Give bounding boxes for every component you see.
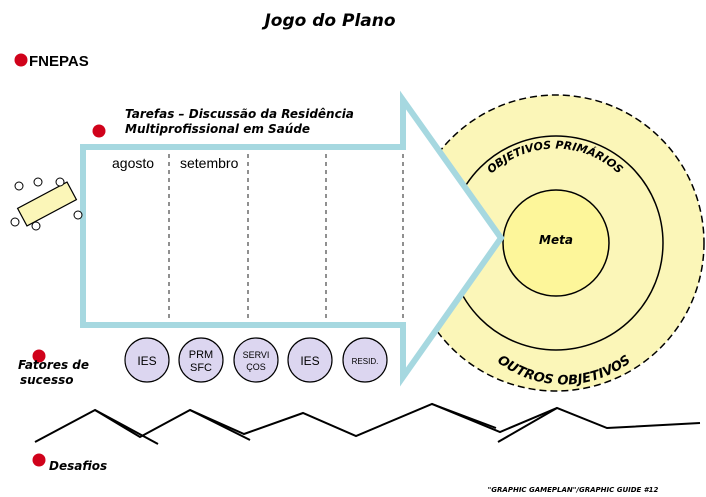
challenges-label: Desafios [49,459,107,473]
target-center [502,189,610,297]
success-factor: IES [124,337,170,383]
month-label: agosto [112,155,154,171]
factor-label-line2: SFC [190,362,212,374]
month-label: setembro [180,155,239,171]
success-factor: SERVI ÇOS [233,337,279,383]
factor-label: RESID. [352,357,379,366]
factor-label: IES [300,354,319,368]
tasks-heading-line1: Tarefas – Discussão da Residência [125,107,354,121]
ridge-segment [189,409,251,441]
bullet-icon [92,124,106,138]
meeting-table-icon [10,177,83,231]
factor-label: PRM [189,349,213,361]
ridge-segment [497,407,558,443]
success-factors-label-line2: sucesso [20,373,73,387]
bullet-icon [32,349,46,363]
challenges-ridge [34,402,701,443]
ridge-segment [94,409,159,445]
ridge-segment [431,403,497,429]
factor-label: SERVI [243,350,270,360]
bullet-icon [14,53,28,67]
factor-label: IES [137,354,156,368]
success-factor: PRM SFC [178,337,224,383]
page-title: Jogo do Plano [261,11,395,31]
org-label: FNEPAS [29,53,89,70]
success-factors-label-line1: Fatores de [18,358,89,372]
credit-line: "GRAPHIC GAMEPLAN"/GRAPHIC GUIDE #12 [488,486,659,494]
task-arrow [80,90,505,387]
goal-label: Meta [539,233,573,247]
success-factor: IES [287,337,333,383]
success-factor: RESID. [342,337,388,383]
target [407,94,705,392]
tasks-heading-line2: Multiprofissional em Saúde [125,122,310,136]
column-dividers [168,154,404,320]
factor-label-line2: ÇOS [246,362,266,372]
bullet-icon [32,453,46,467]
